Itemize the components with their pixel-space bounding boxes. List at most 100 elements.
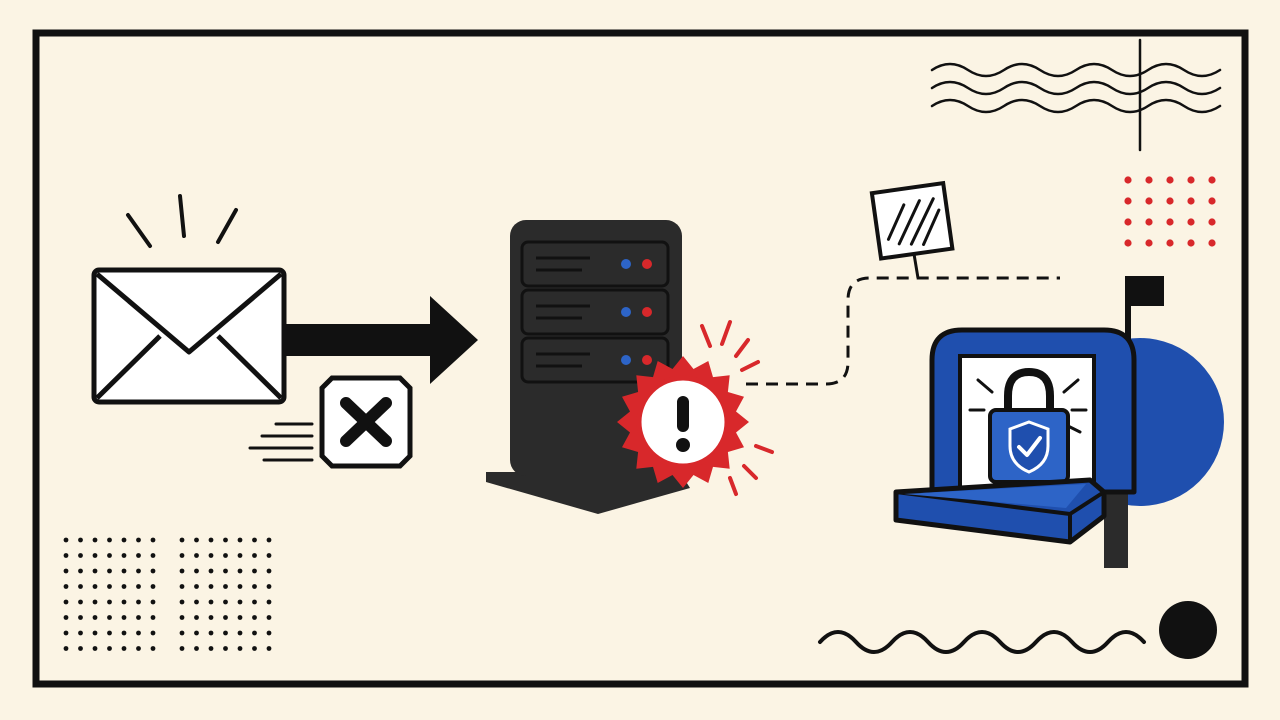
- mailbox-post: [1104, 490, 1128, 568]
- black-dot: [223, 568, 228, 574]
- sign-post-icon: [869, 180, 955, 279]
- black-dot: [237, 599, 243, 605]
- black-dot: [92, 568, 98, 574]
- black-dot: [92, 599, 98, 605]
- server-led-red: [642, 307, 652, 317]
- black-dot: [194, 630, 199, 636]
- black-dot: [78, 537, 83, 543]
- red-dot: [1187, 197, 1195, 205]
- server-led-blue: [621, 355, 631, 365]
- red-dot: [1187, 176, 1195, 184]
- black-dot: [266, 599, 272, 605]
- black-dot: [194, 599, 199, 605]
- black-dot: [266, 584, 272, 589]
- black-dot: [150, 537, 156, 543]
- black-dot: [194, 584, 199, 589]
- black-dot: [237, 646, 243, 651]
- dashed-route: [746, 276, 1060, 386]
- black-dot: [208, 537, 214, 543]
- black-dot: [136, 599, 141, 605]
- x-mark-icon: [248, 375, 413, 469]
- black-dot: [194, 537, 199, 543]
- server-shadow: [486, 472, 690, 514]
- red-dot: [1124, 176, 1132, 184]
- black-dot: [237, 584, 243, 589]
- black-dot: [252, 553, 257, 558]
- black-dot: [150, 630, 156, 636]
- black-dot: [150, 568, 156, 574]
- black-dot: [194, 615, 199, 620]
- black-dot: [194, 646, 199, 651]
- black-dot: [252, 537, 257, 543]
- arrow-right-icon: [286, 296, 478, 384]
- black-dot: [223, 537, 228, 543]
- black-dot: [179, 537, 185, 543]
- red-dot: [1166, 218, 1174, 226]
- black-dot: [121, 537, 127, 543]
- ball-end: [1159, 601, 1217, 659]
- black-dot: [237, 537, 243, 543]
- server-slot: [520, 336, 670, 384]
- black-dot: [208, 646, 214, 651]
- black-dot: [107, 599, 112, 605]
- server-slot: [520, 240, 670, 288]
- black-dot: [107, 568, 112, 574]
- mailbox-icon: [893, 276, 1224, 568]
- server-slot: [520, 288, 670, 336]
- black-dot: [63, 553, 69, 558]
- red-dot: [1145, 218, 1153, 226]
- black-dot: [223, 630, 228, 636]
- black-dot: [136, 568, 141, 574]
- black-dot: [252, 646, 257, 651]
- black-dot: [208, 630, 214, 636]
- black-dot: [179, 615, 185, 620]
- black-dot: [179, 599, 185, 605]
- black-dot: [208, 599, 214, 605]
- black-dot: [121, 646, 127, 651]
- black-dot: [121, 584, 127, 589]
- black-dot: [136, 584, 141, 589]
- red-dot: [1124, 197, 1132, 205]
- black-dot: [107, 646, 112, 651]
- black-dot: [208, 615, 214, 620]
- black-dot: [179, 630, 185, 636]
- black-dot: [223, 646, 228, 651]
- wavy-lines-top-right: [930, 38, 1222, 152]
- black-dot: [107, 553, 112, 558]
- server-led-red: [642, 355, 652, 365]
- red-dot: [1124, 239, 1132, 247]
- black-dot: [266, 630, 272, 636]
- black-dot: [121, 553, 127, 558]
- black-dot: [252, 599, 257, 605]
- red-dot: [1208, 218, 1216, 226]
- warning-badge-icon: [617, 320, 774, 496]
- black-dot: [107, 537, 112, 543]
- black-dot: [63, 599, 69, 605]
- black-dot: [92, 630, 98, 636]
- black-dot: [150, 646, 156, 651]
- black-dot: [266, 553, 272, 558]
- black-dot: [223, 615, 228, 620]
- red-dot: [1124, 218, 1132, 226]
- black-dot: [237, 568, 243, 574]
- black-dot: [179, 568, 185, 574]
- black-dot: [107, 615, 112, 620]
- black-dot: [237, 615, 243, 620]
- red-dot: [1145, 197, 1153, 205]
- black-dot: [223, 584, 228, 589]
- black-dot: [252, 584, 257, 589]
- black-dot: [107, 630, 112, 636]
- black-dot: [63, 630, 69, 636]
- black-dot: [92, 537, 98, 543]
- black-dot: [92, 646, 98, 651]
- black-dot: [179, 553, 185, 558]
- black-dot: [223, 553, 228, 558]
- black-dot: [121, 568, 127, 574]
- black-dot: [208, 568, 214, 574]
- red-dot-grid: [1124, 176, 1216, 247]
- black-dot: [194, 553, 199, 558]
- black-dot: [266, 646, 272, 651]
- server-led-blue: [621, 259, 631, 269]
- black-dot: [136, 537, 141, 543]
- black-dot: [136, 630, 141, 636]
